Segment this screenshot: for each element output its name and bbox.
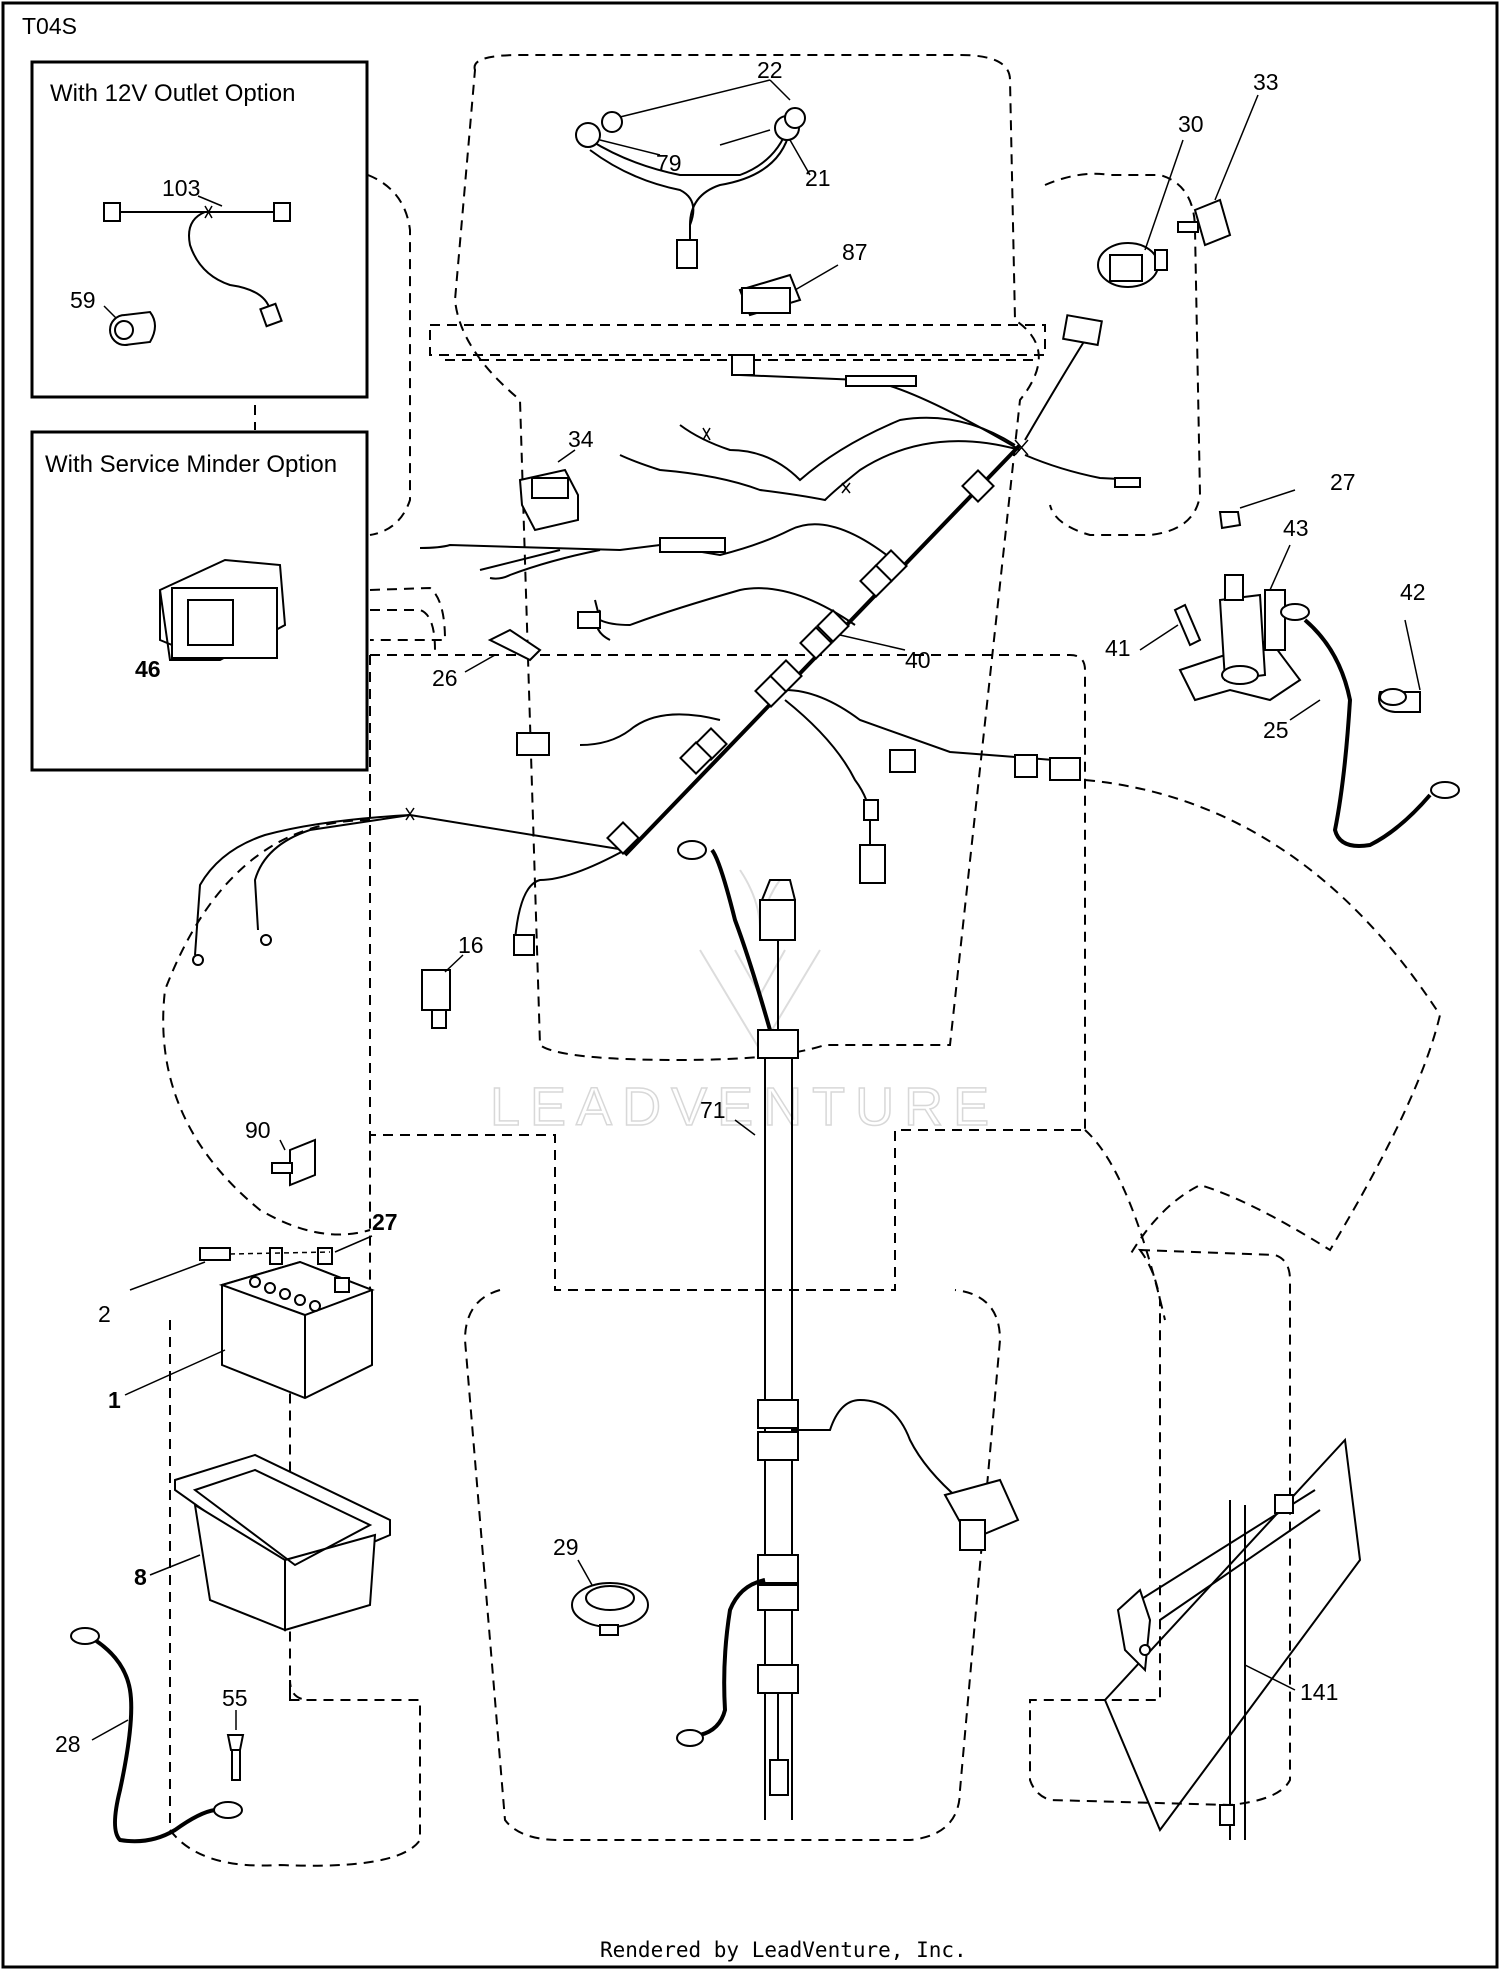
callout-21: 21 <box>805 165 831 191</box>
callout-25: 25 <box>1263 717 1289 743</box>
callout-27-top: 27 <box>1330 469 1356 495</box>
callout-41: 41 <box>1105 635 1131 661</box>
key-33 <box>1177 94 1259 247</box>
callout-90: 90 <box>245 1117 271 1143</box>
cable-25 <box>1280 603 1460 848</box>
solenoid-43 <box>1178 544 1302 702</box>
boot-42 <box>1378 619 1421 713</box>
harness-clips <box>606 469 995 855</box>
callout-29: 29 <box>553 1534 579 1560</box>
callout-28: 28 <box>55 1731 81 1757</box>
callout-59: 59 <box>70 287 96 313</box>
main-harness-40 <box>192 314 1141 966</box>
callout-34: 34 <box>568 426 594 452</box>
harness-141 <box>1103 1437 1362 1840</box>
harness-71 <box>676 840 1020 1820</box>
relay-87 <box>738 264 839 317</box>
callout-16: 16 <box>458 932 484 958</box>
headlight-harness <box>575 79 811 269</box>
callout-55: 55 <box>222 1685 248 1711</box>
battery-1 <box>124 1260 375 1400</box>
inset-service-title: With Service Minder Option <box>45 451 337 478</box>
callout-87: 87 <box>842 239 868 265</box>
callout-27-battery: 27 <box>372 1209 398 1235</box>
inset-12v-title: With 12V Outlet Option <box>50 80 295 107</box>
footer-credit: Rendered by LeadVenture, Inc. <box>600 1938 967 1962</box>
part-29 <box>571 1559 649 1636</box>
callout-26: 26 <box>432 665 458 691</box>
callout-71: 71 <box>700 1097 726 1123</box>
callout-42: 42 <box>1400 579 1426 605</box>
callout-40: 40 <box>905 647 931 673</box>
callout-43: 43 <box>1283 515 1309 541</box>
callout-141: 141 <box>1300 1679 1338 1705</box>
callout-1: 1 <box>108 1387 121 1413</box>
connector-16 <box>421 954 464 1029</box>
module-90 <box>271 1138 316 1187</box>
switch-34 <box>518 449 579 532</box>
callout-22: 22 <box>757 57 783 83</box>
cable-28 <box>70 1627 243 1844</box>
inset-service-minder: With Service Minder Option 46 <box>30 430 369 772</box>
battery-cells <box>249 1276 321 1312</box>
callout-103: 103 <box>162 175 200 201</box>
nut-27 <box>1218 489 1296 530</box>
callout-33: 33 <box>1253 69 1279 95</box>
callout-2: 2 <box>98 1301 111 1327</box>
callout-30: 30 <box>1178 111 1204 137</box>
fuse-26 <box>464 628 542 673</box>
callout-8: 8 <box>134 1564 147 1590</box>
callout-46: 46 <box>135 656 161 682</box>
battery-tray-8 <box>149 1453 391 1632</box>
watermark-text: LEADVENTURE <box>490 1077 999 1137</box>
inset-12v-outlet: With 12V Outlet Option 103 59 <box>30 60 369 399</box>
watermark-logo <box>699 869 821 1052</box>
callout-79: 79 <box>656 150 682 176</box>
bolt-41 <box>1139 603 1202 651</box>
diagram-code: T04S <box>22 13 77 39</box>
screw-55 <box>226 1710 245 1781</box>
ignition-switch-30 <box>1097 139 1184 288</box>
battery-bolts <box>129 1235 373 1291</box>
